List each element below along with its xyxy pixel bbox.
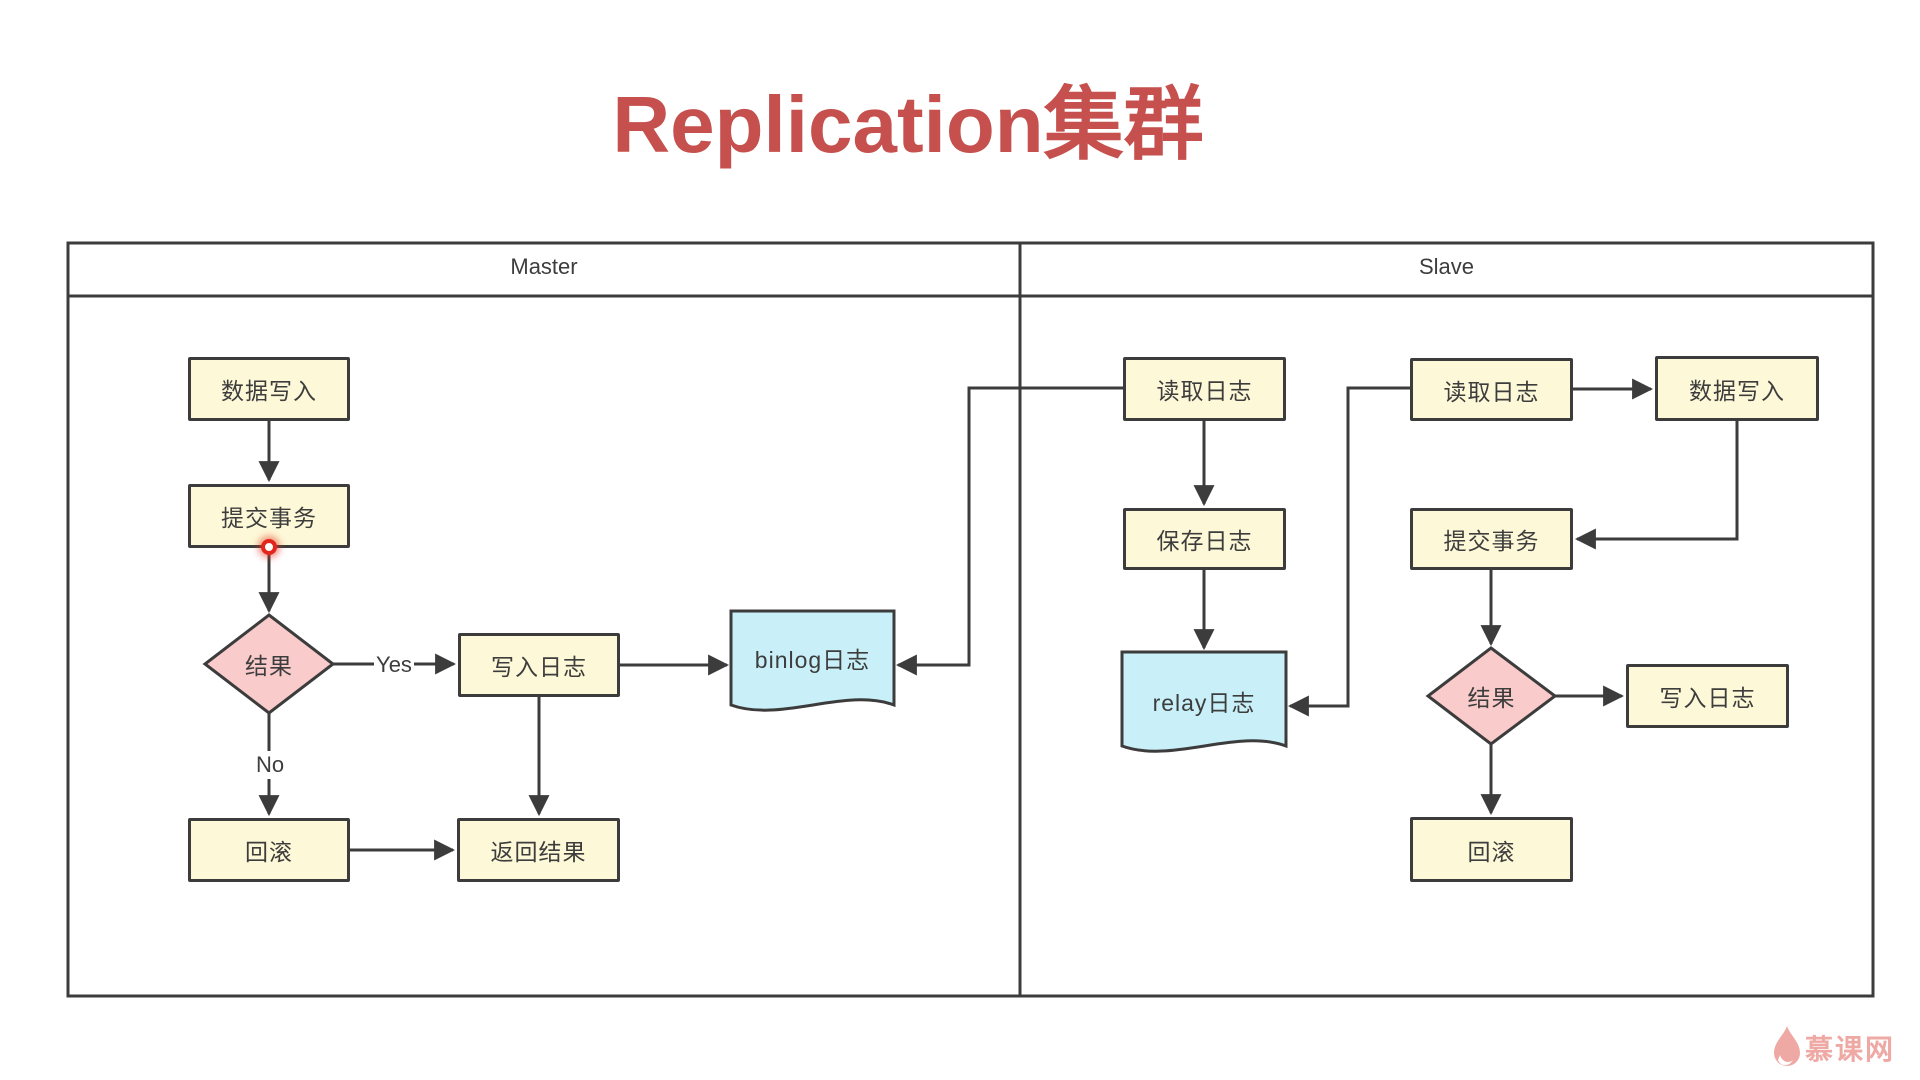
edge-slave-readlog-binlog [895,386,1123,676]
slave-read-log-io-node: 读取日志 [1123,357,1286,421]
master-write-log-node: 写入日志 [458,633,620,697]
slave-commit-node: 提交事务 [1410,508,1573,570]
slave-data-write-node: 数据写入 [1655,356,1819,421]
slave-result-label: 结果 [1467,685,1516,711]
page-title: Replication集群 [612,80,1204,169]
master-commit-node: 提交事务 [188,484,350,548]
edge-slave-readlog2-relay [1287,386,1410,717]
watermark: 慕课网 [1774,1026,1895,1070]
slave-read-log-sql-node: 读取日志 [1410,358,1573,421]
slave-rollback-node: 回滚 [1410,817,1573,882]
binlog-document-shape [729,609,896,712]
no-branch-label: No [252,751,288,779]
yes-branch-label: Yes [374,651,414,679]
slave-write-log-node: 写入日志 [1626,664,1789,728]
slave-save-log-node: 保存日志 [1123,508,1286,570]
master-result-label: 结果 [245,653,293,679]
master-data-write-node: 数据写入 [188,357,350,421]
watermark-text: 慕课网 [1805,1034,1896,1065]
edge-slave-datawrite-commit [1574,421,1739,550]
relay-document-label: relay日志 [1152,690,1256,716]
master-rollback-node: 回滚 [188,818,350,882]
master-panel-header: Master [510,254,578,279]
table-border [66,241,1875,998]
connection-point-marker [261,539,277,555]
binlog-document-label: binlog日志 [754,647,871,673]
imooc-flame-icon [1774,1026,1800,1066]
slave-panel-header: Slave [1418,254,1475,279]
master-return-result-node: 返回结果 [457,818,620,882]
slave-result-diamond [1425,646,1558,746]
master-result-diamond [202,613,336,715]
relay-document-shape [1120,650,1288,753]
